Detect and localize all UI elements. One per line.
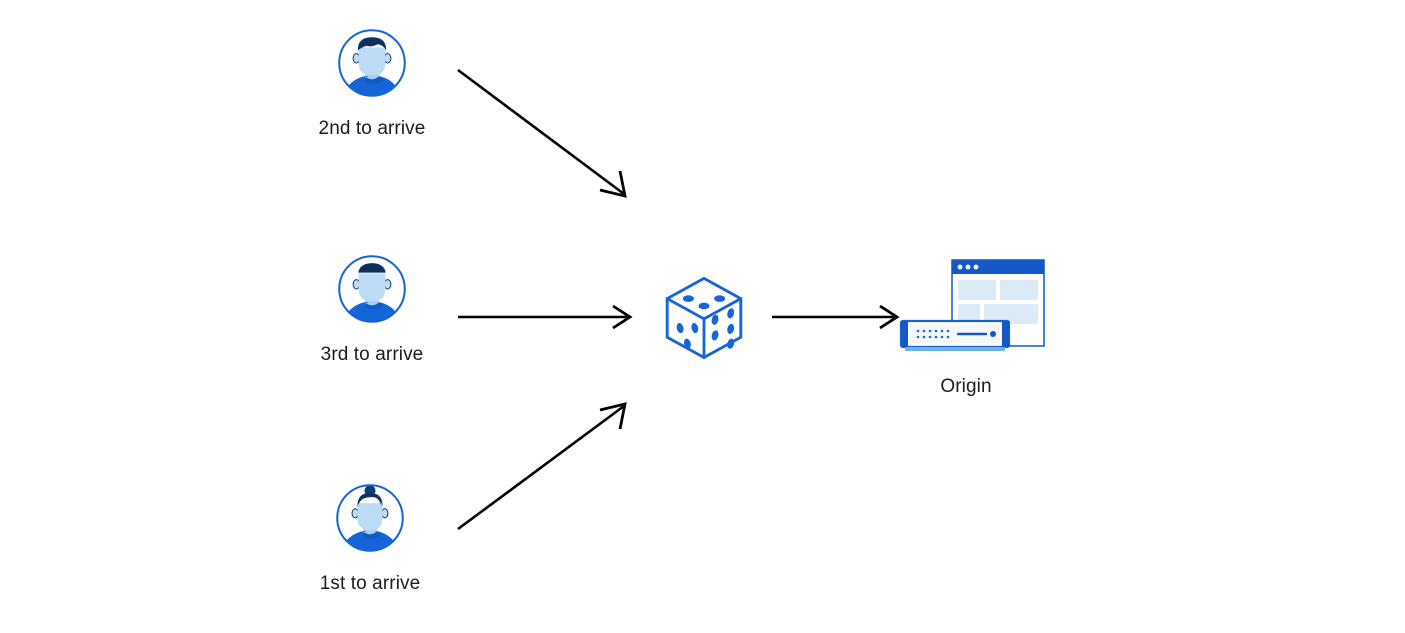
user-avatar-icon bbox=[333, 24, 411, 102]
origin-server-icon bbox=[896, 258, 1045, 360]
arrow-second-to-dice bbox=[457, 68, 627, 198]
load-balancer-node[interactable] bbox=[658, 271, 750, 363]
client-node-first[interactable]: 1st to arrive bbox=[290, 479, 450, 596]
server-device-icon bbox=[899, 319, 1011, 351]
origin-node[interactable]: Origin bbox=[876, 258, 1056, 399]
user-avatar-icon bbox=[331, 479, 409, 557]
origin-label: Origin bbox=[940, 376, 992, 397]
client-node-second[interactable]: 2nd to arrive bbox=[292, 24, 452, 141]
client-node-third[interactable]: 3rd to arrive bbox=[292, 250, 452, 367]
arrow-first-to-dice bbox=[457, 402, 627, 531]
client-label-second: 2nd to arrive bbox=[318, 118, 426, 139]
user-avatar-icon bbox=[333, 250, 411, 328]
client-label-first: 1st to arrive bbox=[319, 573, 421, 594]
client-label-third: 3rd to arrive bbox=[320, 344, 424, 365]
dice-icon bbox=[665, 276, 743, 359]
arrow-third-to-dice bbox=[458, 304, 633, 330]
